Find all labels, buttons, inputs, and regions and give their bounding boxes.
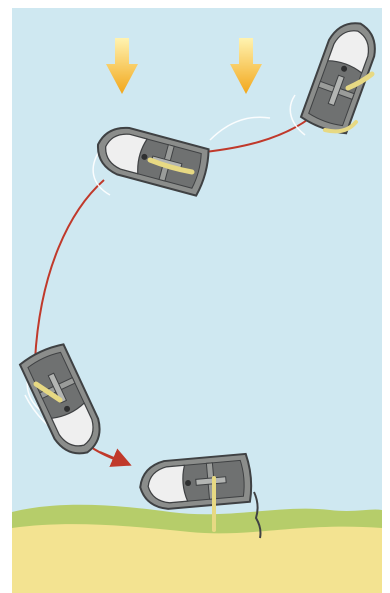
white-border-left	[0, 0, 12, 593]
beach-sand	[12, 524, 382, 593]
white-border-top	[0, 0, 390, 8]
white-border-right	[382, 0, 390, 593]
